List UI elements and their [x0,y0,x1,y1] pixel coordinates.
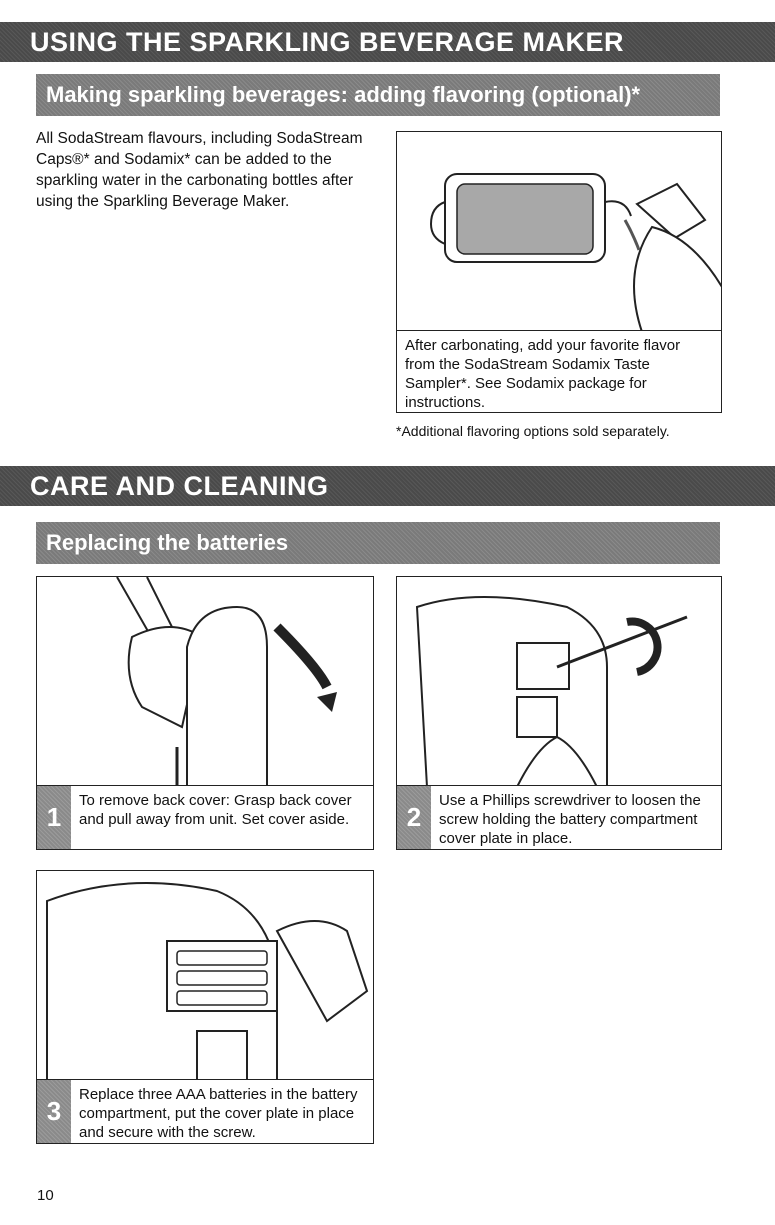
flavoring-caption: After carbonating, add your favorite fla… [397,330,721,412]
step-3-text: Replace three AAA batteries in the batte… [79,1086,358,1141]
flavoring-figure: After carbonating, add your favorite fla… [396,131,722,413]
section-banner-care: CARE AND CLEANING [0,466,775,506]
step-2-caption: 2 Use a Phillips screwdriver to loosen t… [397,785,721,849]
step-2-number: 2 [397,786,431,849]
step-2-text: Use a Phillips screwdriver to loosen the… [439,792,701,847]
remove-cover-illustration [116,577,337,787]
step-1-caption: 1 To remove back cover: Grasp back cover… [37,785,373,849]
batteries-illustration [46,882,369,1081]
step-1-number: 1 [37,786,71,849]
step-3-number: 3 [37,1080,71,1143]
flavoring-footnote: *Additional flavoring options sold separ… [396,423,670,439]
subheading-batteries: Replacing the batteries [36,522,720,564]
step-1-text: To remove back cover: Grasp back cover a… [79,792,352,828]
step-3-panel: 3 Replace three AAA batteries in the bat… [36,870,374,1144]
sodamix-pour-illustration [429,173,721,332]
subheading-flavoring: Making sparkling beverages: adding flavo… [36,74,720,116]
step-3-caption: 3 Replace three AAA batteries in the bat… [37,1079,373,1143]
step-1-panel: 1 To remove back cover: Grasp back cover… [36,576,374,850]
step-2-panel: 2 Use a Phillips screwdriver to loosen t… [396,576,722,850]
section-banner-usage: USING THE SPARKLING BEVERAGE MAKER [0,22,775,62]
page-number: 10 [37,1187,54,1204]
intro-paragraph: All SodaStream flavours, including SodaS… [36,130,363,210]
screwdriver-illustration [415,596,688,787]
